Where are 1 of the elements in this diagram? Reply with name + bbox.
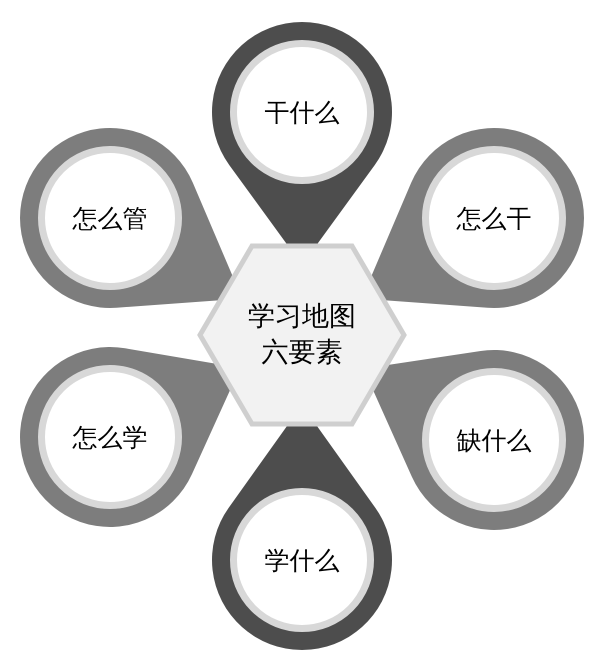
hexagon-box: 学习地图六要素 xyxy=(197,243,407,427)
